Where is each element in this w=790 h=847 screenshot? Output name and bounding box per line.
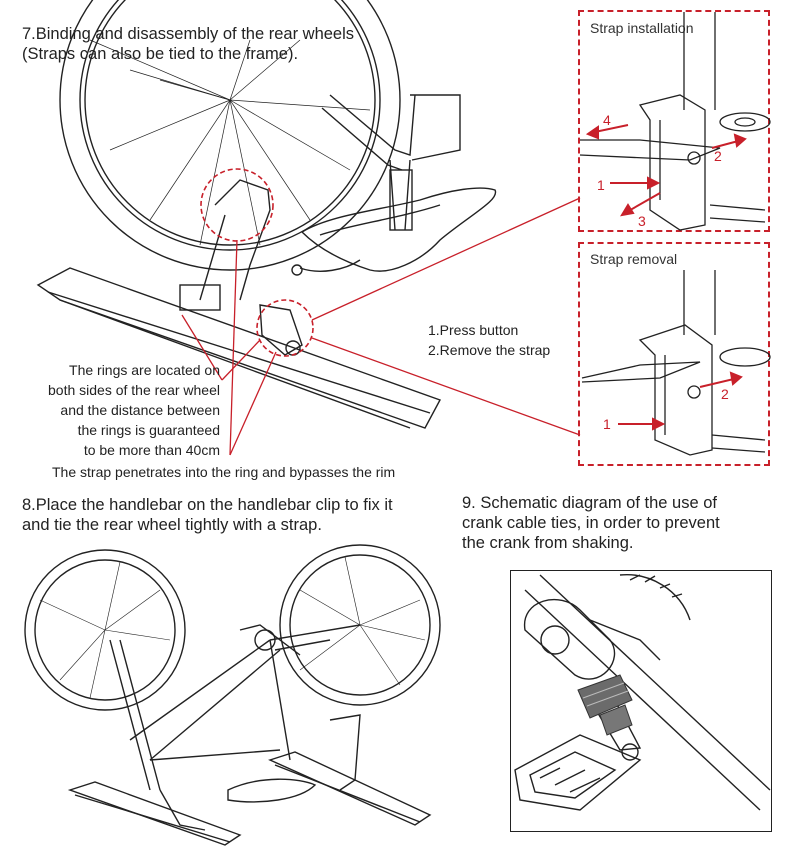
cable-tie [577, 674, 633, 736]
rear-wheel-tire [59, 0, 401, 271]
rings-note-line4: the rings is guaranteed [77, 422, 220, 438]
install-marker-4: 4 [603, 112, 611, 128]
install-marker-2: 2 [714, 148, 722, 164]
section8-title-line1: 8.Place the handlebar on the handlebar c… [22, 496, 393, 514]
rings-note-line2: both sides of the rear wheel [48, 382, 220, 398]
install-marker-3: 3 [638, 213, 646, 229]
section9-title-line1: 9. Schematic diagram of the use of [462, 494, 717, 512]
removal-marker-2: 2 [721, 386, 729, 402]
strap-note: The strap penetrates into the ring and b… [52, 464, 396, 480]
section8-title-line2: and tie the rear wheel tightly with a st… [22, 516, 322, 534]
crank-detail-frame [510, 570, 772, 832]
rings-note-line1: The rings are located on [69, 362, 220, 378]
step-press-button: 1.Press button [428, 322, 519, 338]
rings-note-line3: and the distance between [60, 402, 220, 418]
section9-title-line2: crank cable ties, in order to prevent [462, 514, 720, 532]
section7-title-line1: 7.Binding and disassembly of the rear wh… [22, 25, 355, 43]
install-marker-1: 1 [597, 177, 605, 193]
section9-title-line3: the crank from shaking. [462, 534, 634, 552]
rings-note-line5: to be more than 40cm [83, 442, 220, 458]
step-remove-strap: 2.Remove the strap [428, 342, 551, 358]
ring-detail-marker-lower [256, 299, 314, 357]
removal-marker-1: 1 [603, 416, 611, 432]
inset-strap-installation [578, 10, 770, 232]
inset-install-title: Strap installation [590, 20, 694, 36]
inset-removal-title: Strap removal [590, 251, 678, 267]
